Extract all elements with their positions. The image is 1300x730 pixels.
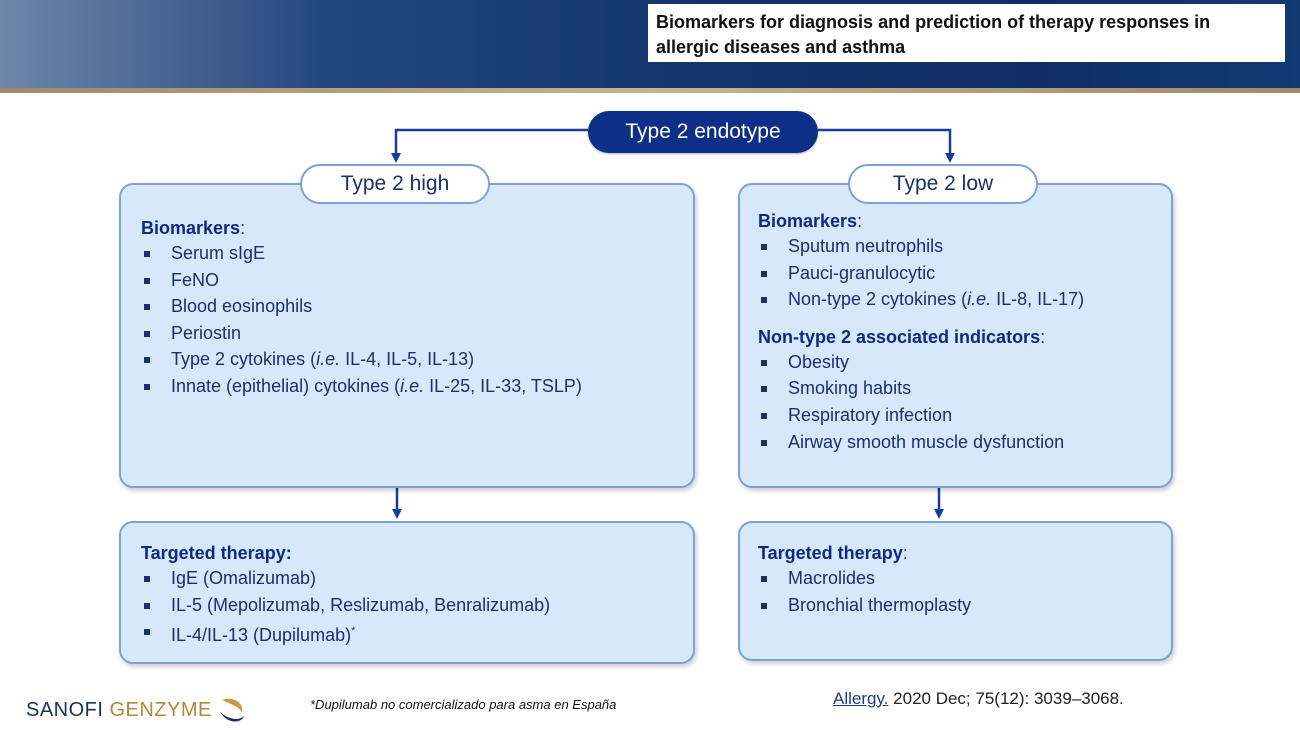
therapy-heading: Targeted therapy xyxy=(758,543,903,563)
list-item: Pauci-granulocytic xyxy=(758,260,1171,287)
list-item: FeNO xyxy=(141,267,693,294)
citation-link[interactable]: Allergy. xyxy=(833,689,889,708)
list-item: Blood eosinophils xyxy=(141,293,693,320)
arrow-to-type2-low xyxy=(818,128,955,163)
citation-text: 2020 Dec; 75(12): 3039–3068. xyxy=(888,689,1124,708)
footnote: *Dupilumab no comercializado para asma e… xyxy=(310,697,617,712)
list-item: Sputum neutrophils xyxy=(758,233,1171,260)
slide-title: Biomarkers for diagnosis and prediction … xyxy=(648,4,1285,62)
list-item: IL-5 (Mepolizumab, Reslizumab, Benralizu… xyxy=(141,592,693,619)
arrow-to-type2-high xyxy=(391,128,588,163)
list-item: IL-4/IL-13 (Dupilumab)* xyxy=(141,618,693,645)
list-item: Type 2 cytokines (i.e. IL-4, IL-5, IL-13… xyxy=(141,346,693,373)
header-divider xyxy=(0,88,1300,93)
logo-genzyme-text: GENZYME xyxy=(109,698,212,721)
indicators-heading: Non-type 2 associated indicators xyxy=(758,326,1041,347)
list-item: Macrolides xyxy=(758,565,1171,592)
type2-endotype-node: Type 2 endotype xyxy=(588,111,818,153)
biomarkers-heading: Biomarkers xyxy=(758,211,858,231)
list-item: Non-type 2 cytokines (i.e. IL-8, IL-17) xyxy=(758,286,1171,313)
list-item: IgE (Omalizumab) xyxy=(141,565,693,592)
list-item: Obesity xyxy=(758,349,1171,376)
list-item: Smoking habits xyxy=(758,375,1171,402)
genzyme-swirl-icon xyxy=(219,698,244,722)
logo-sanofi-text: SANOFI xyxy=(26,698,104,721)
type2-low-node: Type 2 low xyxy=(848,164,1038,204)
list-item: Periostin xyxy=(141,320,693,347)
citation: Allergy. 2020 Dec; 75(12): 3039–3068. xyxy=(833,689,1124,709)
therapy-heading: Targeted therapy: xyxy=(141,543,292,563)
type2-high-node: Type 2 high xyxy=(300,164,490,204)
list-item: Airway smooth muscle dysfunction xyxy=(758,429,1171,456)
list-item: Respiratory infection xyxy=(758,402,1171,429)
list-item: Innate (epithelial) cytokines (i.e. IL-2… xyxy=(141,373,693,400)
list-item: Bronchial thermoplasty xyxy=(758,592,1171,619)
sanofi-genzyme-logo: SANOFI GENZYME xyxy=(26,696,248,724)
list-item: Serum sIgE xyxy=(141,240,693,267)
type2-high-therapy-list: IgE (Omalizumab)IL-5 (Mepolizumab, Resli… xyxy=(141,565,693,645)
biomarkers-heading: Biomarkers xyxy=(141,218,241,238)
type2-high-therapy-panel: Targeted therapy: IgE (Omalizumab)IL-5 (… xyxy=(119,521,695,664)
